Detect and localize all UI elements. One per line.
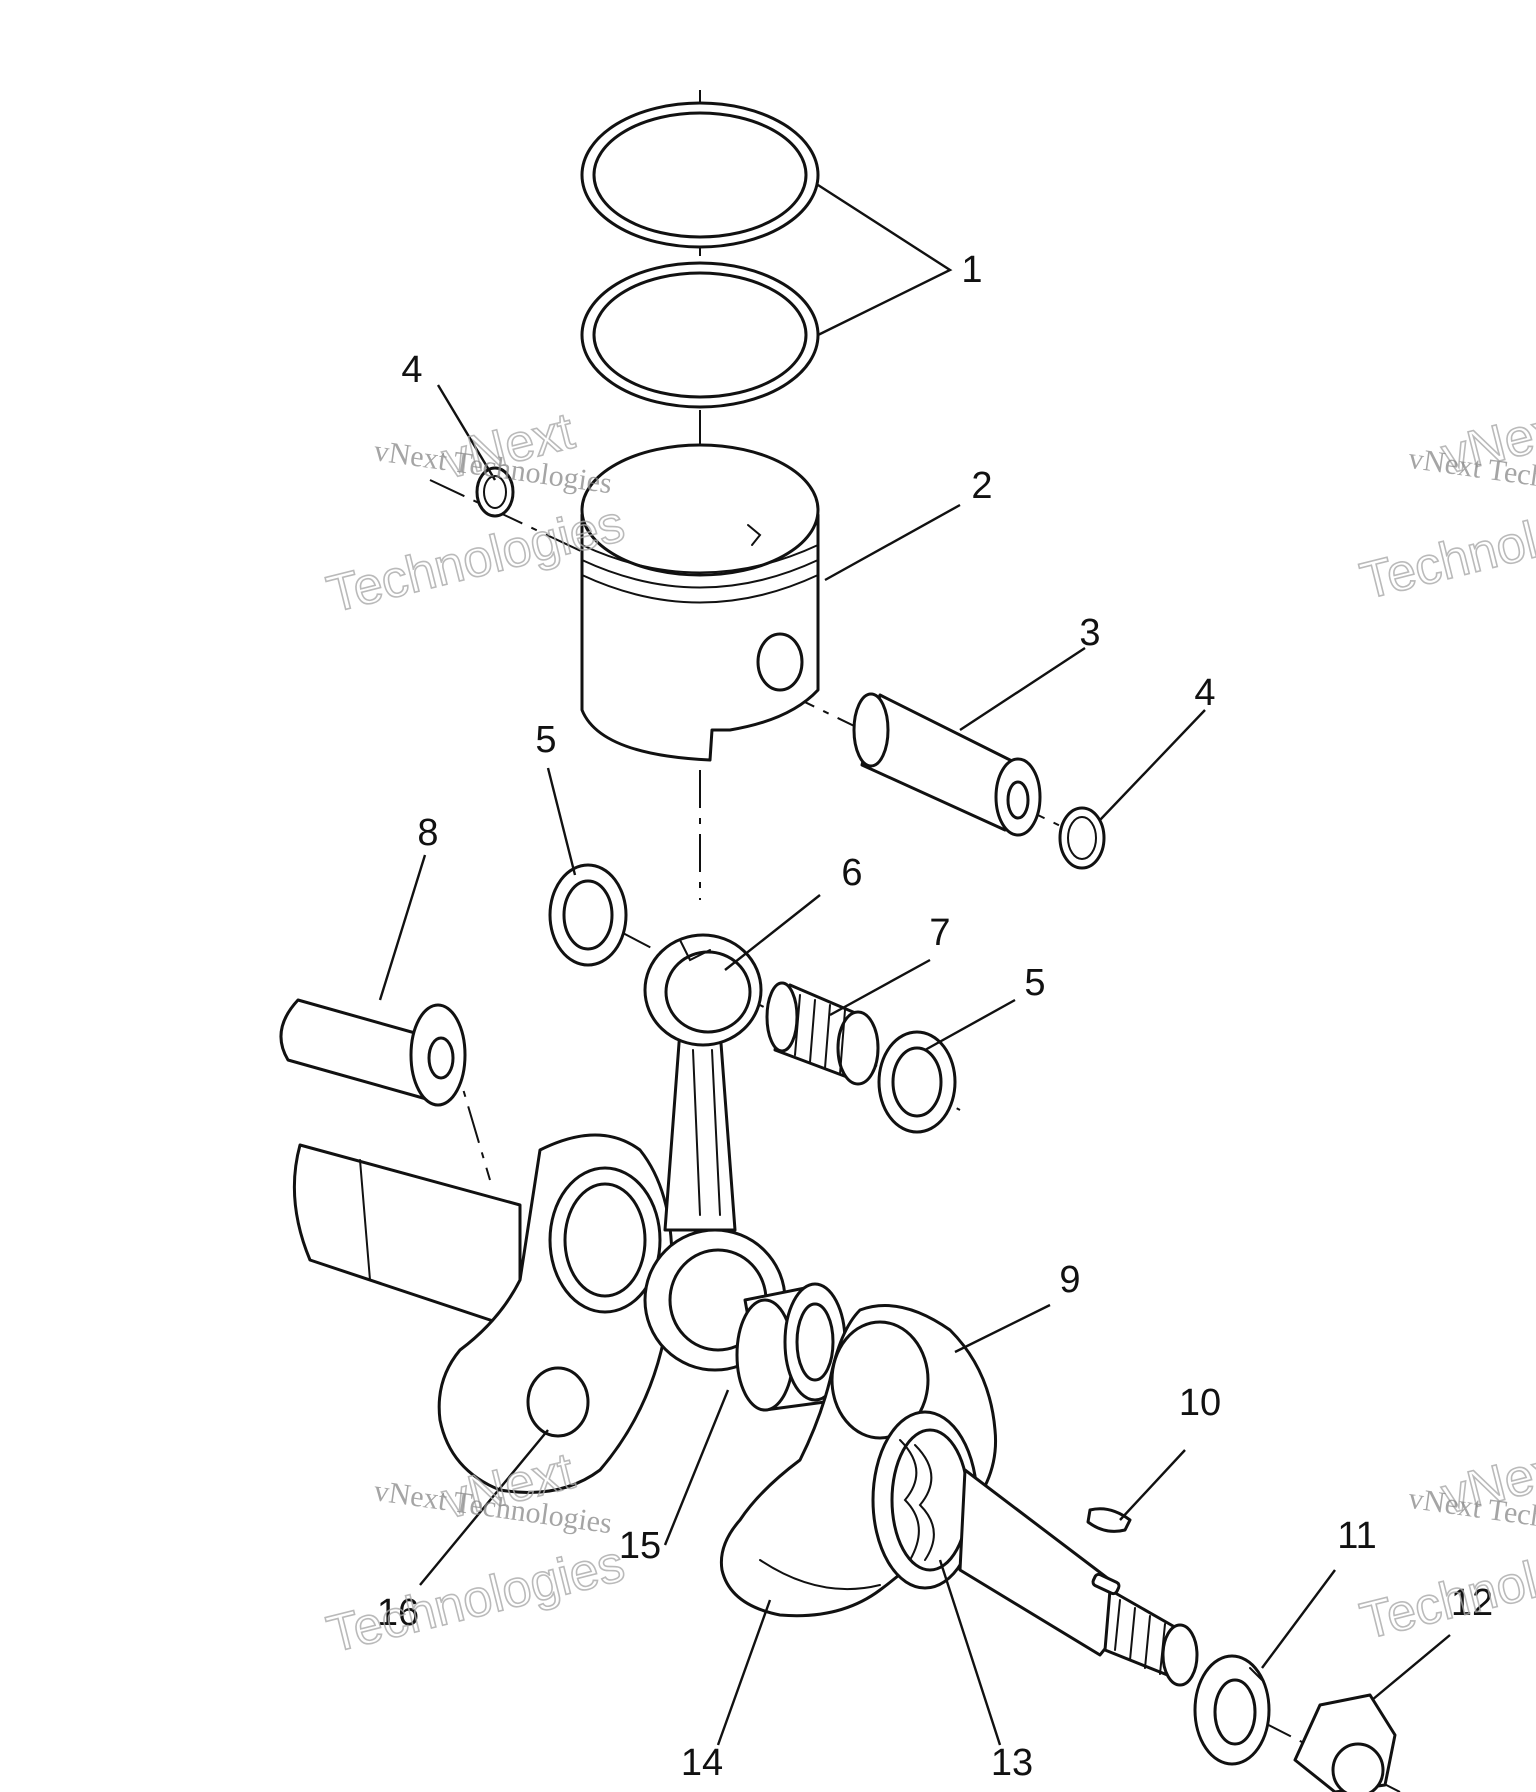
- callout-4-right: 4: [1194, 672, 1215, 714]
- callout-16: 16: [377, 1592, 419, 1634]
- callout-6: 6: [841, 852, 862, 894]
- callout-11: 11: [1337, 1515, 1376, 1557]
- callout-5-upper: 5: [535, 719, 556, 761]
- lock-washer: [1193, 1654, 1271, 1766]
- crankshaft-output-shaft: [958, 1468, 1199, 1687]
- piston-ring-upper: [580, 101, 820, 249]
- piston-ring-lower: [580, 261, 820, 409]
- callout-7: 7: [929, 912, 950, 954]
- callout-2: 2: [971, 465, 992, 507]
- clip-axis-line: [429, 479, 601, 561]
- callout-4-left: 4: [401, 349, 422, 391]
- callout-12: 12: [1451, 1582, 1493, 1624]
- watermark-bottom-right: vNext vNext Technologies Technologies: [1354, 1436, 1536, 1652]
- callout-1: 1: [961, 249, 982, 291]
- leader-lines: [378, 183, 1451, 1746]
- callout-14: 14: [681, 1742, 723, 1784]
- callout-10: 10: [1179, 1382, 1221, 1424]
- needle-bearing: [765, 981, 880, 1086]
- crank-pin: [279, 998, 467, 1107]
- svg-text:Technologies: Technologies: [1355, 1521, 1536, 1651]
- callout-15: 15: [619, 1525, 661, 1567]
- pin-axis-line: [779, 689, 1111, 851]
- circlip-right: [1058, 806, 1106, 870]
- thrust-washer-lower: [877, 1030, 957, 1134]
- piston-pin: [852, 692, 1042, 837]
- watermark-top-right: vNext vNext Technologies Technologies: [1354, 396, 1536, 612]
- woodruff-key: [1086, 1507, 1132, 1533]
- main-bearing-left: [735, 1282, 847, 1412]
- callout-9: 9: [1059, 1259, 1080, 1301]
- hex-nut: [1293, 1693, 1397, 1792]
- circlip-left: [475, 466, 515, 518]
- crankshaft-left-half: [292, 1133, 674, 1494]
- connecting-rod: [643, 933, 787, 1372]
- svg-text:Technologies: Technologies: [321, 1535, 630, 1665]
- svg-text:Technologies: Technologies: [1355, 481, 1536, 611]
- callout-5-lower: 5: [1024, 962, 1045, 1004]
- callout-13: 13: [991, 1742, 1033, 1784]
- main-bearing-right: [871, 1410, 979, 1590]
- piston: [580, 443, 820, 762]
- thrust-washer-upper: [548, 863, 628, 967]
- callout-3: 3: [1079, 612, 1100, 654]
- callout-8: 8: [417, 812, 438, 854]
